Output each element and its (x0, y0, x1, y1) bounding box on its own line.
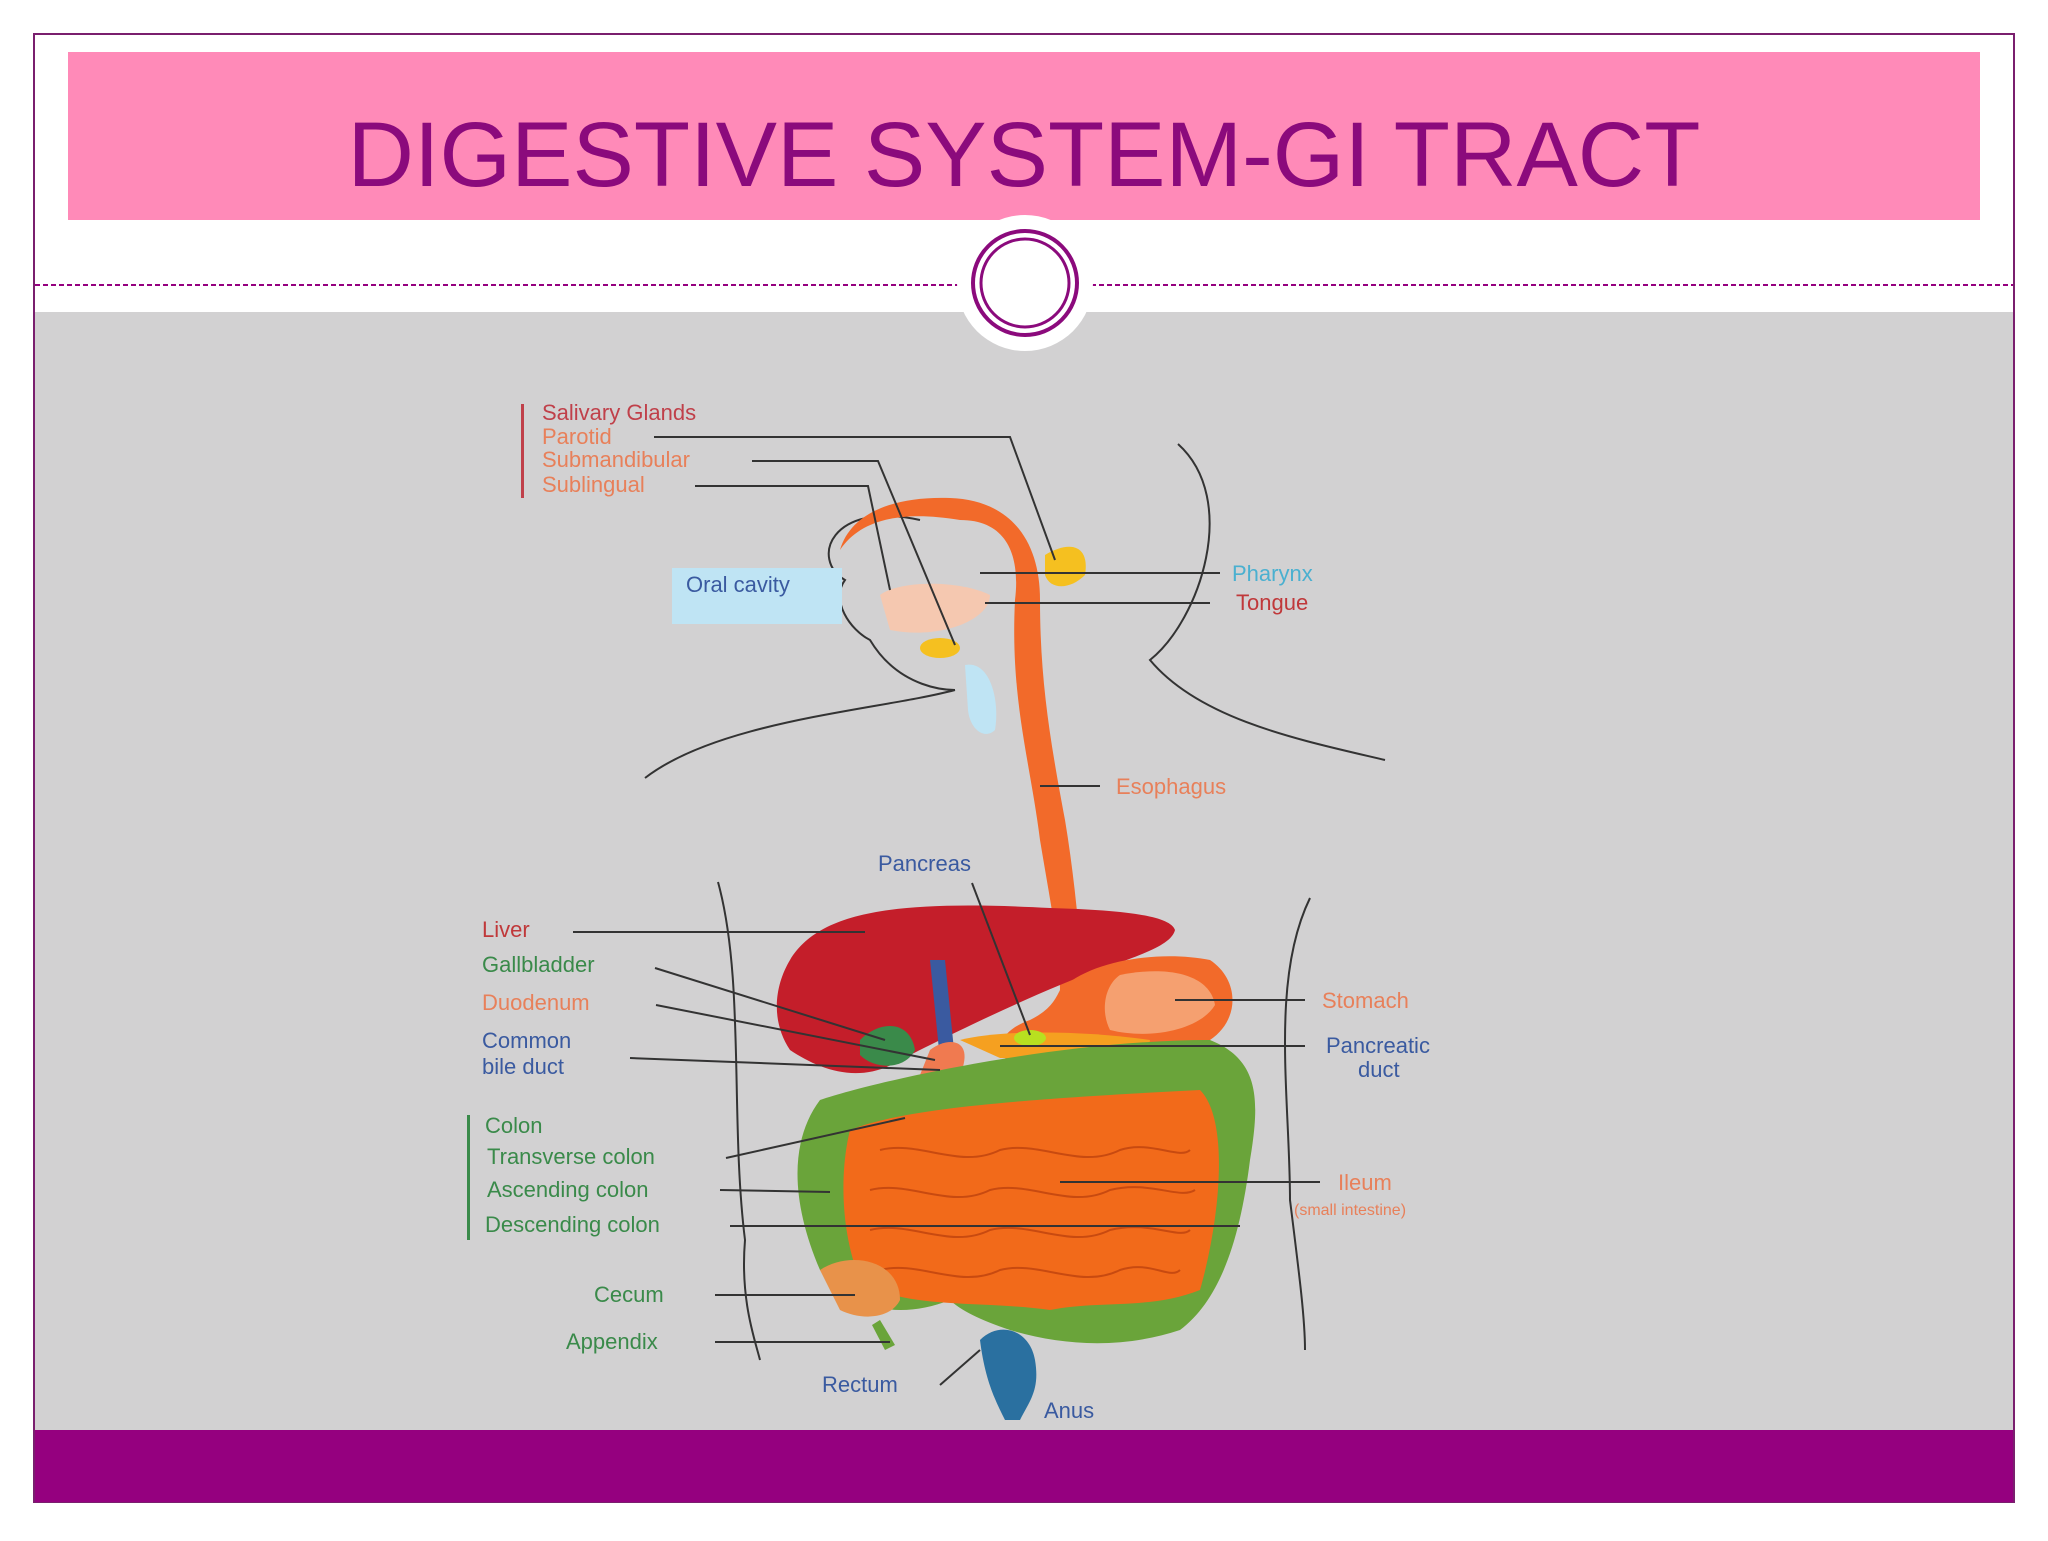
label-liver: Liver (482, 917, 530, 942)
submandibular-gland (920, 638, 960, 658)
label-esophagus: Esophagus (1116, 774, 1226, 799)
intestine-folds (869, 1146, 1196, 1279)
label-small-intestine: (small intestine) (1294, 1202, 1406, 1219)
label-pancreas: Pancreas (878, 851, 971, 876)
colon-bracket (467, 1115, 470, 1240)
larynx-shape (965, 664, 997, 734)
label-pancreatic-duct-2: duct (1358, 1057, 1400, 1082)
circle-ornament (957, 215, 1093, 351)
label-duodenum: Duodenum (482, 990, 590, 1015)
digestive-diagram: Salivary Glands Parotid Submandibular Su… (467, 400, 1430, 1423)
label-anus: Anus (1044, 1398, 1094, 1423)
oral-cavity-box (672, 568, 842, 624)
diagram-labels: Salivary Glands Parotid Submandibular Su… (482, 400, 1430, 1423)
label-cecum: Cecum (594, 1282, 664, 1307)
label-common-bile-duct-2: bile duct (482, 1054, 564, 1079)
label-colon: Colon (485, 1113, 542, 1138)
label-oral-cavity: Oral cavity (686, 572, 790, 597)
label-gallbladder: Gallbladder (482, 952, 595, 977)
stomach-inner (1104, 971, 1215, 1034)
label-stomach: Stomach (1322, 988, 1409, 1013)
rectum-shape (980, 1329, 1037, 1420)
slide-title: DIGESTIVE SYSTEM-GI TRACT (348, 104, 1701, 206)
parotid-gland (1045, 546, 1086, 587)
esophagus-shape (840, 497, 1085, 1000)
label-salivary-glands: Salivary Glands (542, 400, 696, 425)
label-tongue: Tongue (1236, 590, 1308, 615)
leader-lines (467, 404, 1320, 1386)
label-ileum: Ileum (1338, 1170, 1392, 1195)
label-sublingual: Sublingual (542, 472, 645, 497)
label-descending-colon: Descending colon (485, 1212, 660, 1237)
label-appendix: Appendix (566, 1329, 658, 1354)
bile-duct-shape (930, 960, 955, 1060)
label-parotid: Parotid (542, 424, 612, 449)
label-pancreatic-duct-1: Pancreatic (1326, 1033, 1430, 1058)
label-pharynx: Pharynx (1232, 561, 1313, 586)
footer-bar (35, 1430, 2013, 1502)
ampulla-shape (1014, 1030, 1046, 1046)
label-ascending-colon: Ascending colon (487, 1177, 648, 1202)
tongue-shape (880, 583, 990, 633)
label-common-bile-duct-1: Common (482, 1028, 571, 1053)
cecum-shape (820, 1260, 900, 1317)
small-intestine-shape (843, 1090, 1219, 1310)
label-rectum: Rectum (822, 1372, 898, 1397)
label-submandibular: Submandibular (542, 447, 690, 472)
salivary-bracket (521, 404, 524, 498)
title-bar (68, 52, 1980, 220)
label-transverse-colon: Transverse colon (487, 1144, 655, 1169)
